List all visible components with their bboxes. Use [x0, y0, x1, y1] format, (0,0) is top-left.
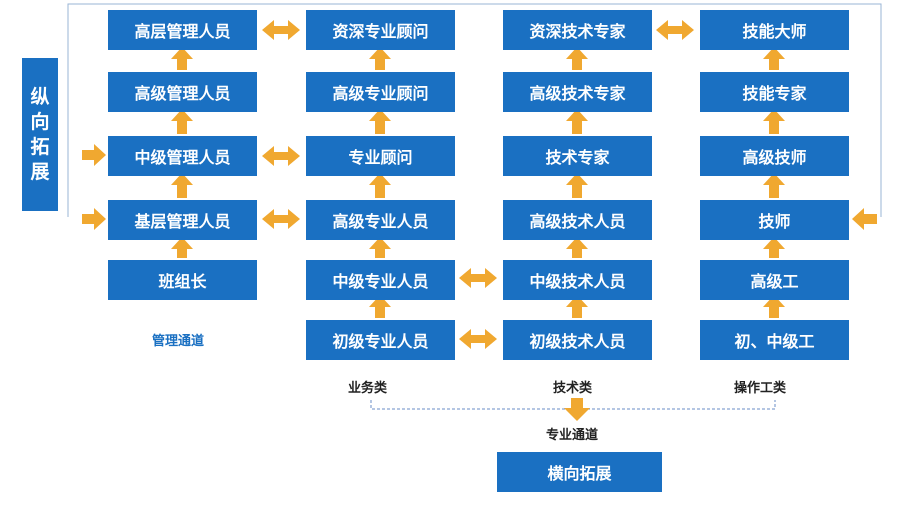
box-advanced-tech-expert: 高级技术专家 [503, 72, 652, 112]
box-advanced-technician-staff: 高级技术人员 [503, 200, 652, 240]
double-arrow [459, 329, 497, 349]
professional-channel-label: 专业通道 [546, 428, 599, 443]
double-arrow [262, 146, 300, 166]
box-team-leader: 班组长 [108, 260, 257, 300]
side-char: 展 [30, 160, 50, 183]
box-senior-tech-expert: 资深技术专家 [503, 10, 652, 50]
up-arrow [171, 109, 193, 134]
up-arrow [566, 47, 588, 70]
technical-type-label: 技术类 [553, 381, 593, 396]
up-arrow [566, 109, 588, 134]
box-senior-technician: 高级技师 [700, 136, 849, 176]
side-char: 纵 [30, 85, 50, 108]
right-arrow [82, 208, 106, 230]
box-skill-expert: 技能专家 [700, 72, 849, 112]
down-arrow [564, 398, 590, 421]
up-arrow [763, 237, 785, 258]
up-arrow [763, 109, 785, 134]
up-arrow [566, 295, 588, 318]
box-consultant: 专业顾问 [306, 136, 455, 176]
business-type-label: 业务类 [348, 381, 388, 396]
operations-type-label: 操作工类 [734, 381, 787, 396]
up-arrow [369, 295, 391, 318]
double-arrow [656, 20, 694, 40]
up-arrow [566, 237, 588, 258]
box-senior-worker: 高级工 [700, 260, 849, 300]
box-technician: 技师 [700, 200, 849, 240]
box-tech-expert: 技术专家 [503, 136, 652, 176]
box-junior-technician-staff: 初级技术人员 [503, 320, 652, 360]
up-arrow [369, 47, 391, 70]
box-intermediate-professional: 中级专业人员 [306, 260, 455, 300]
management-channel-label: 管理通道 [152, 334, 205, 349]
up-arrow [369, 109, 391, 134]
outer-frame-line [67, 3, 882, 217]
box-advanced-professional: 高级专业人员 [306, 200, 455, 240]
up-arrow [763, 295, 785, 318]
box-senior-consultant: 资深专业顾问 [306, 10, 455, 50]
up-arrow [171, 47, 193, 70]
box-junior-professional: 初级专业人员 [306, 320, 455, 360]
box-skill-master: 技能大师 [700, 10, 849, 50]
side-char: 拓 [30, 135, 50, 158]
up-arrow [566, 173, 588, 198]
vertical-expansion-label: 纵 向 拓 展 [22, 58, 58, 211]
left-arrow [852, 208, 877, 230]
double-arrow [459, 268, 497, 288]
box-base-manager: 基层管理人员 [108, 200, 257, 240]
up-arrow [369, 173, 391, 198]
box-intermediate-technician-staff: 中级技术人员 [503, 260, 652, 300]
right-arrow [82, 144, 106, 166]
up-arrow [171, 237, 193, 258]
box-senior-executive: 高层管理人员 [108, 10, 257, 50]
box-junior-worker: 初、中级工 [700, 320, 849, 360]
double-arrow [262, 209, 300, 229]
up-arrow [763, 47, 785, 70]
horizontal-expansion-label: 横向拓展 [497, 452, 662, 492]
side-char: 向 [30, 110, 50, 133]
box-advanced-consultant: 高级专业顾问 [306, 72, 455, 112]
box-senior-manager: 高级管理人员 [108, 72, 257, 112]
up-arrow [171, 173, 193, 198]
up-arrow [763, 173, 785, 198]
double-arrow [262, 20, 300, 40]
box-middle-manager: 中级管理人员 [108, 136, 257, 176]
up-arrow [369, 237, 391, 258]
